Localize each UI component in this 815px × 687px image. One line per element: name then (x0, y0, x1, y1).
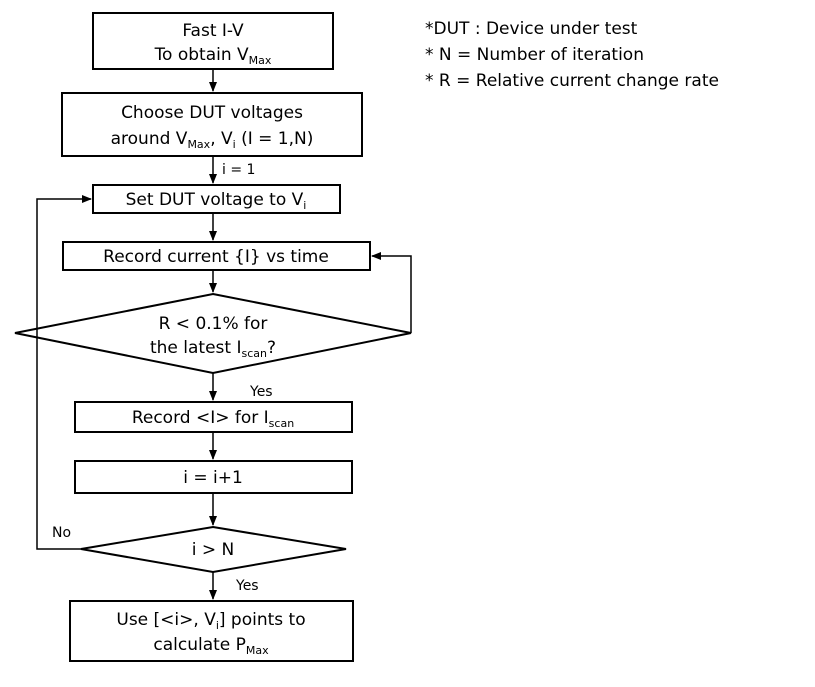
legend-notes: *DUT : Device under test * N = Number of… (425, 19, 719, 91)
decision-r-threshold-line2: the latest Iscan? (150, 338, 276, 360)
step-choose-voltages: Choose DUT voltages around VMax, Vi (I =… (61, 92, 363, 157)
step-set-voltage-label: Set DUT voltage to Vi (126, 190, 307, 212)
step-calculate-pmax-line1: Use [<i>, Vi] points to (116, 610, 305, 632)
step-increment-box (74, 460, 353, 494)
step-calculate-pmax-line2: calculate PMax (153, 635, 269, 657)
step-increment: i = i+1 (74, 460, 353, 494)
edge-decision-r-no-loop (371, 252, 412, 333)
decision-r-threshold-line1: R < 0.1% for (159, 314, 268, 334)
note-dut: *DUT : Device under test (425, 19, 638, 39)
edge-label-no-n: No (52, 525, 71, 541)
edge-decision-n-no-loop (36, 195, 92, 550)
edge-label-yes-n: Yes (235, 578, 259, 594)
step-choose-voltages-line2: around VMax, Vi (I = 1,N) (111, 129, 314, 151)
step-increment-label: i = i+1 (183, 468, 243, 488)
decision-iteration: i > N (80, 525, 347, 574)
step-set-voltage: Set DUT voltage to Vi (92, 184, 341, 214)
step-record-average-box (74, 401, 353, 433)
decision-iteration-label: i > N (192, 540, 235, 560)
step-fast-iv-box (92, 12, 334, 70)
edge-label-yes-r: Yes (249, 384, 273, 400)
step-calculate-pmax: Use [<i>, Vi] points to calculate PMax (69, 600, 354, 662)
step-fast-iv-line2: To obtain VMax (154, 45, 272, 67)
decision-r-threshold: R < 0.1% for the latest Iscan? (14, 292, 412, 375)
note-r: * R = Relative current change rate (425, 71, 719, 91)
step-record-current-box (62, 241, 371, 271)
step-choose-voltages-box (61, 92, 363, 157)
step-record-current: Record current {I} vs time (62, 241, 371, 271)
step-record-average-label: Record <I> for Iscan (132, 408, 294, 430)
step-fast-iv-line1: Fast I-V (182, 21, 244, 41)
step-choose-voltages-line1: Choose DUT voltages (121, 103, 303, 123)
step-record-current-label: Record current {I} vs time (103, 247, 329, 267)
note-n: * N = Number of iteration (425, 45, 644, 65)
step-fast-iv: Fast I-V To obtain VMax (92, 12, 334, 70)
edge-label-init: i = 1 (222, 162, 255, 178)
step-calculate-pmax-box (69, 600, 354, 662)
step-set-voltage-box (92, 184, 341, 214)
step-record-average: Record <I> for Iscan (74, 401, 353, 433)
